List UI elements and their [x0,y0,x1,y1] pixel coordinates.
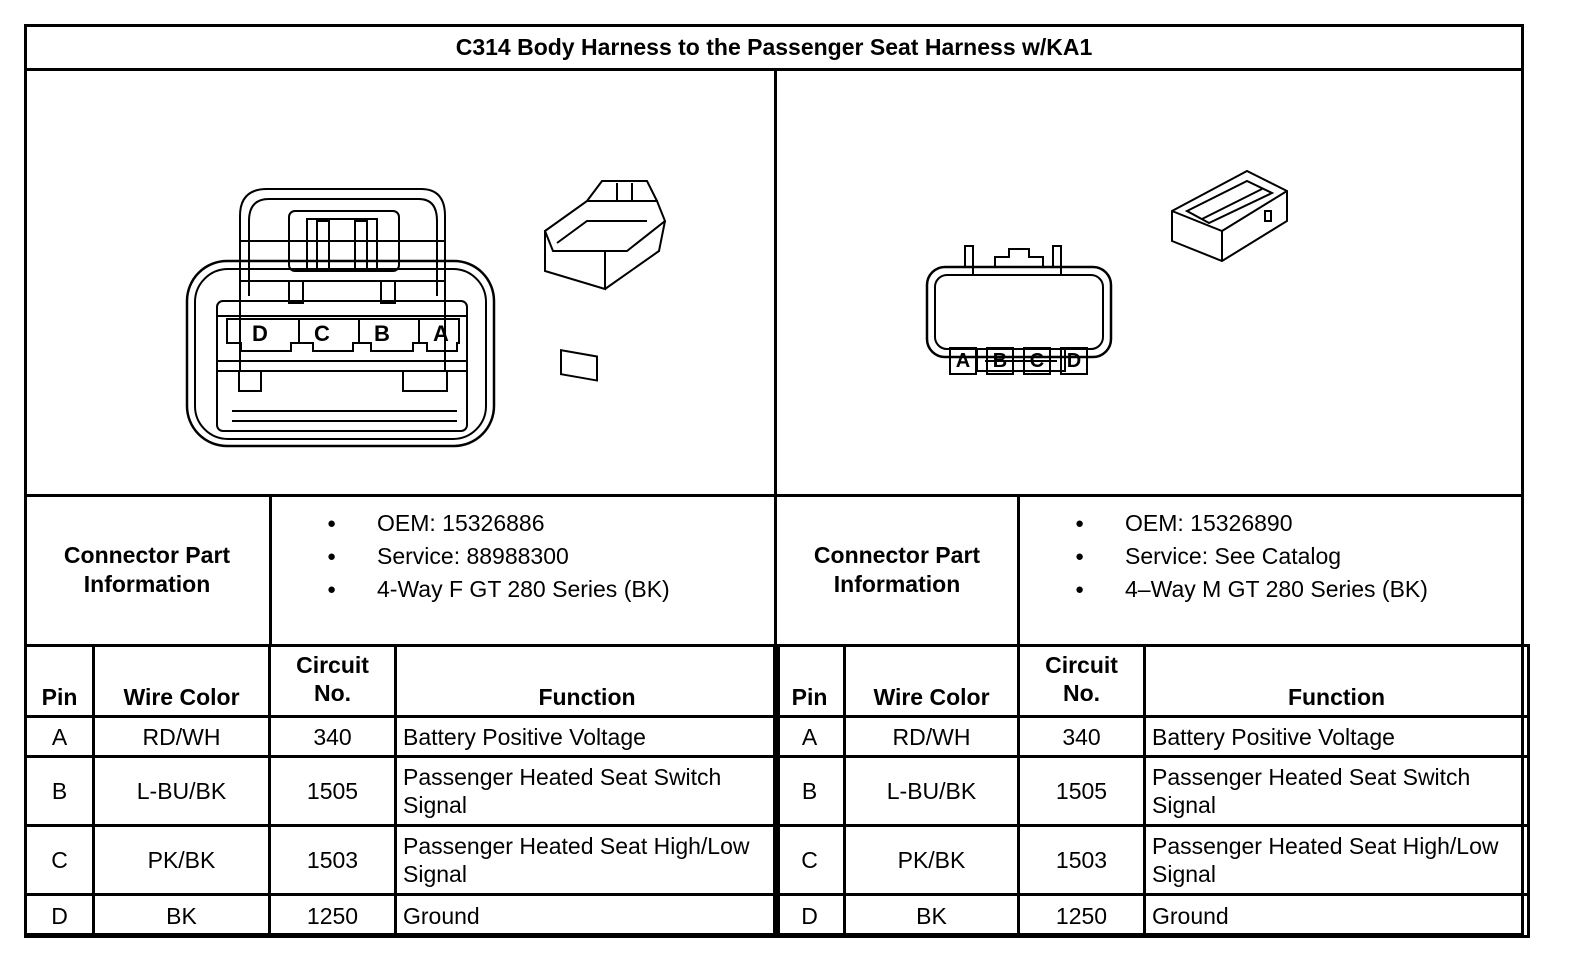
wire-color-header: Wire Color [92,644,271,718]
function-cell: Passenger Heated Seat Switch Signal [394,755,780,827]
function-cell: Battery Positive Voltage [394,715,780,758]
function-cell: Passenger Heated Seat High/Low Signal [1143,824,1530,896]
wire-color-cell: PK/BK [843,824,1020,896]
left-cpi-service: Service: 88988300 [327,540,670,573]
connector-sheet: C314 Body Harness to the Passenger Seat … [24,24,1530,938]
right-cpi-series: 4–Way M GT 280 Series (BK) [1075,573,1428,606]
pin-label-a: A [433,321,449,346]
right-cpi-label: Connector Part Information [813,541,981,597]
wire-color-cell: PK/BK [92,824,271,896]
circuit-cell: 1505 [268,755,397,827]
function-cell: Ground [394,893,780,938]
function-cell: Passenger Heated Seat High/Low Signal [394,824,780,896]
circuit-cell: 1503 [1017,824,1146,896]
circuit-cell: 1503 [268,824,397,896]
function-cell: Battery Positive Voltage [1143,715,1530,758]
table-row: C PK/BK 1503 Passenger Heated Seat High/… [773,824,1530,896]
right-cpi-service: Service: See Catalog [1075,540,1428,573]
table-row: A RD/WH 340 Battery Positive Voltage [773,715,1530,758]
left-cpi-series: 4-Way F GT 280 Series (BK) [327,573,670,606]
image-bottom-divider [27,494,1521,497]
pin-cell: C [773,824,846,896]
male-connector-3d-view [1171,169,1288,263]
pin-label-a: A [949,347,977,375]
pin-cell: A [24,715,95,758]
female-connector-drawing: D C B A [27,71,774,495]
left-cpi-oem: OEM: 15326886 [327,507,670,540]
table-row: D BK 1250 Ground [24,893,780,938]
female-connector-3d-view [543,180,667,382]
wire-color-cell: RD/WH [92,715,271,758]
right-cpi-list: OEM: 15326890 Service: See Catalog 4–Way… [1075,507,1428,606]
pin-label-d: D [1060,347,1088,375]
pin-label-c: C [314,321,330,346]
pin-header: Pin [24,644,95,718]
circuit-header-line2: No. [313,680,352,706]
left-cpi-list: OEM: 15326886 Service: 88988300 4-Way F … [327,507,670,606]
pin-label-b: B [374,321,390,346]
function-header: Function [394,644,780,718]
pin-cell: D [24,893,95,938]
circuit-cell: 1505 [1017,755,1146,827]
function-cell: Ground [1143,893,1530,938]
circuit-cell: 1250 [268,893,397,938]
table-row: A RD/WH 340 Battery Positive Voltage [24,715,780,758]
circuit-header-line2: No. [1062,680,1101,706]
circuit-cell: 1250 [1017,893,1146,938]
circuit-header-line1: Circuit [1045,652,1118,678]
right-cpi-oem: OEM: 15326890 [1075,507,1428,540]
table-row: B L-BU/BK 1505 Passenger Heated Seat Swi… [773,755,1530,827]
table-row: B L-BU/BK 1505 Passenger Heated Seat Swi… [24,755,780,827]
wire-color-cell: BK [92,893,271,938]
table-row: D BK 1250 Ground [773,893,1530,938]
pin-cell: B [773,755,846,827]
circuit-cell: 340 [268,715,397,758]
function-cell: Passenger Heated Seat Switch Signal [1143,755,1530,827]
pin-cell: B [24,755,95,827]
wire-color-cell: L-BU/BK [92,755,271,827]
circuit-cell: 340 [1017,715,1146,758]
wire-color-cell: RD/WH [843,715,1020,758]
left-cpi-divider [269,497,272,645]
wire-color-header: Wire Color [843,644,1020,718]
pin-label-d: D [252,321,268,346]
pin-label-b: B [986,347,1014,375]
function-header: Function [1143,644,1530,718]
pin-header: Pin [773,644,846,718]
male-connector-drawing: A B C D [777,71,1524,495]
pin-cell: C [24,824,95,896]
left-cpi-label: Connector Part Information [63,541,231,597]
wire-color-cell: BK [843,893,1020,938]
page-title: C314 Body Harness to the Passenger Seat … [27,27,1521,71]
right-cpi-divider [1017,497,1020,645]
pin-cell: D [773,893,846,938]
connector-seal-outline [185,259,496,448]
center-divider [774,71,777,936]
circuit-header-line1: Circuit [296,652,369,678]
pin-label-c: C [1023,347,1051,375]
table-row: C PK/BK 1503 Passenger Heated Seat High/… [24,824,780,896]
wire-color-cell: L-BU/BK [843,755,1020,827]
pin-cell: A [773,715,846,758]
